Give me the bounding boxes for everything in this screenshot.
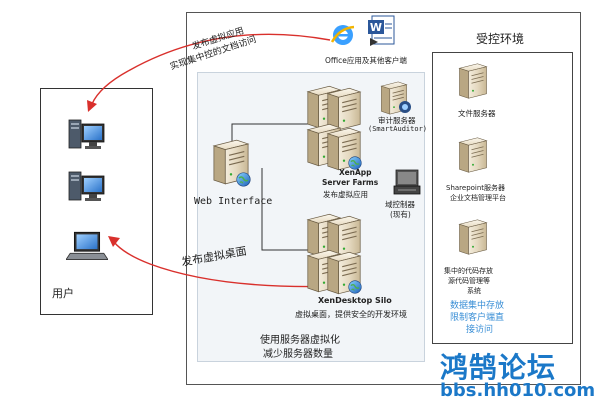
connector-web-xendesktop bbox=[261, 168, 310, 251]
arrow-publish-desktop-head bbox=[108, 236, 120, 247]
domain-controller-label-1: 域控制器 bbox=[385, 200, 415, 209]
code-label-3: 系统 bbox=[467, 287, 481, 295]
sharepoint-label-1: Sharepoint服务器 bbox=[446, 184, 506, 192]
controlled-note-1: 数据集中存放 bbox=[450, 301, 505, 311]
globe-icon bbox=[236, 172, 251, 187]
web-interface-label: Web Interface bbox=[194, 196, 273, 207]
arrow-publish-desktop bbox=[113, 241, 341, 288]
outer-boundary bbox=[186, 12, 581, 385]
users-label: 用户 bbox=[52, 287, 74, 300]
virtualization-caption-2: 减少服务器数量 bbox=[263, 349, 333, 360]
xendesktop-label-2: 虚拟桌面，提供安全的开发环境 bbox=[295, 310, 407, 319]
audit-camera-icon bbox=[399, 101, 411, 113]
svg-text:W: W bbox=[370, 21, 382, 34]
word-icon: W bbox=[368, 15, 395, 46]
sharepoint-label-2: 企业文档管理平台 bbox=[450, 194, 506, 202]
audit-label-2: (SmartAuditor) bbox=[368, 125, 428, 133]
xendesktop-label-1: XenDesktop Silo bbox=[318, 296, 392, 305]
arrow-publish-apps bbox=[91, 33, 331, 105]
controlled-environment-title: 受控环境 bbox=[476, 32, 525, 46]
virtualization-caption-1: 使用服务器虚拟化 bbox=[260, 335, 340, 346]
controlled-note-2: 限制客户端直 bbox=[450, 313, 505, 323]
domain-controller-icon bbox=[393, 169, 421, 195]
code-label-1: 集中的代码存放 bbox=[444, 267, 493, 275]
code-label-2: 源代码管理等 bbox=[448, 277, 490, 285]
xenapp-label-2: Server Farms bbox=[322, 178, 379, 187]
ie-icon bbox=[330, 25, 355, 45]
controlled-environment-panel bbox=[432, 52, 573, 344]
xenapp-label-1: XenApp bbox=[339, 168, 372, 177]
audit-label-1: 审计服务器 bbox=[378, 116, 416, 125]
file-server-label: 文件服务器 bbox=[458, 109, 496, 118]
file-server-icon bbox=[458, 62, 488, 100]
xenapp-label-3: 发布虚拟应用 bbox=[323, 190, 368, 199]
sharepoint-server-icon bbox=[458, 136, 488, 174]
code-server-icon bbox=[458, 218, 488, 256]
watermark-brand: 鸿鹄论坛 bbox=[440, 351, 557, 384]
xendesktop-logo-icon bbox=[348, 280, 362, 294]
domain-controller-label-2: (现有) bbox=[390, 210, 411, 219]
arrow-publish-apps-head bbox=[87, 100, 97, 112]
controlled-note-3: 接访问 bbox=[466, 325, 494, 335]
watermark-url: bbs.hh010.com bbox=[440, 380, 596, 401]
clients-label: Office应用及其他客户端 bbox=[325, 56, 407, 65]
